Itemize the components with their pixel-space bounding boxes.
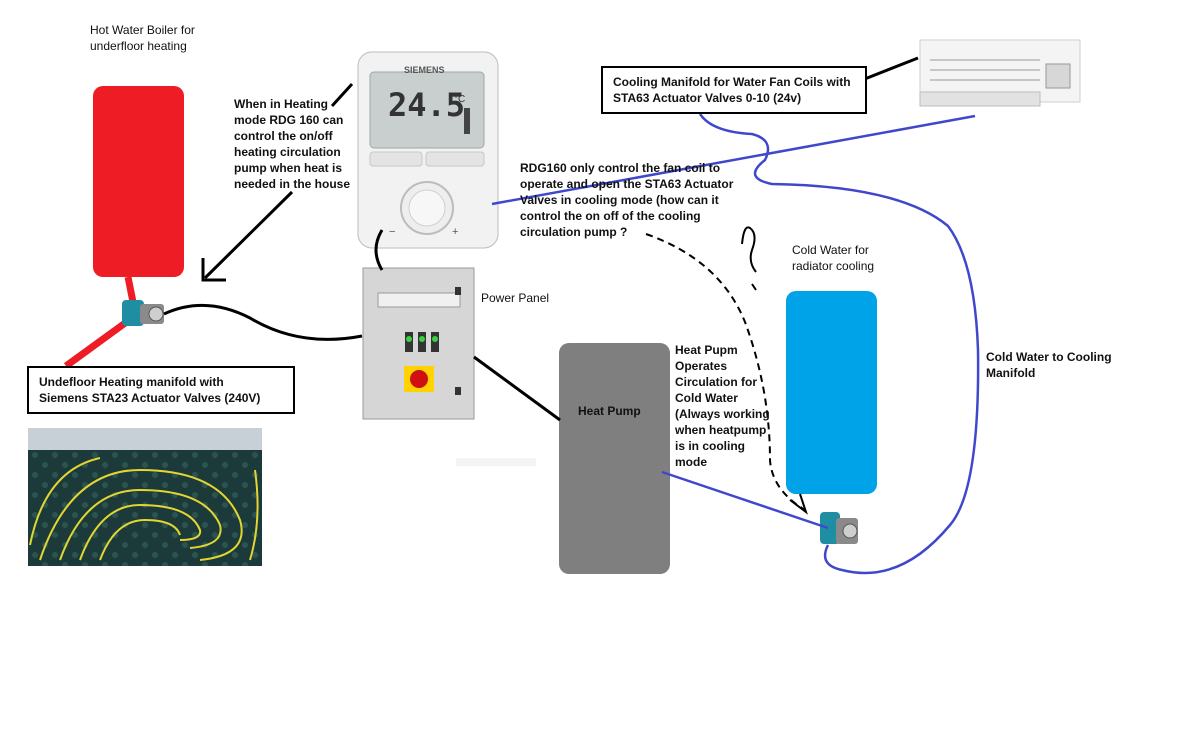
- heating-pump-icon: [122, 300, 164, 326]
- blue-wires: [491, 113, 980, 575]
- question-mark-hook: [741, 226, 757, 273]
- cold-water-radiator-label: Cold Water for radiator cooling: [792, 243, 875, 273]
- cold-water-to-manifold-label: Cold Water to Cooling Manifold: [986, 350, 1112, 380]
- power-panel-cabinet: [362, 267, 475, 420]
- wire-panel-to-heating-pump: [163, 304, 363, 341]
- wire-heatpump-to-cooling-pump: [661, 470, 829, 530]
- thermostat-device: [357, 51, 499, 249]
- power-panel-label: Power Panel: [481, 291, 550, 305]
- eraser-smudge: [456, 458, 536, 466]
- thermostat-minus: −: [389, 226, 396, 238]
- rdg160-question-note: RDG160 only control the fan coil to oper…: [520, 161, 734, 239]
- heat-pump-note: Heat Pupm Operates Circulation for Cold …: [675, 343, 770, 469]
- leader-heating-note: [330, 82, 354, 108]
- boiler-tank: [93, 86, 184, 277]
- thermostat-unit: °C: [454, 94, 466, 105]
- cooling-pump-icon: [820, 512, 858, 544]
- arrow-head-heating-note: [201, 258, 226, 282]
- dashed-cooling-pump-line: [645, 233, 806, 511]
- underfloor-manifold-box: Undefloor Heating manifold with Siemens …: [27, 366, 295, 414]
- heat-pump-label: Heat Pump: [578, 404, 641, 418]
- thermostat-plus: +: [452, 226, 459, 238]
- cooling-manifold-box: Cooling Manifold for Water Fan Coils wit…: [601, 66, 867, 114]
- heating-mode-note: When in Heating mode RDG 160 can control…: [234, 97, 351, 191]
- cold-water-tank: [786, 291, 877, 494]
- underfloor-heating-photo: [28, 428, 262, 566]
- wire-panel-to-heatpump: [473, 355, 561, 422]
- thermostat-temperature: 24.5: [388, 86, 466, 124]
- wire-thermostat-to-panel: [374, 229, 384, 271]
- wire-thermostat-to-fancoil: [491, 114, 976, 206]
- arrow-head-cooling-pump: [789, 493, 808, 515]
- manifold-pipe: [63, 315, 135, 369]
- cold-water-loop: [698, 113, 980, 575]
- question-mark-dot: [751, 283, 757, 291]
- heat-pump-unit: [559, 343, 670, 574]
- black-wires: [163, 56, 919, 515]
- fan-coil-unit: [919, 39, 1081, 107]
- hot-water-boiler-label: Hot Water Boiler for underfloor heating: [90, 23, 195, 53]
- thermostat-brand: SIEMENS: [404, 65, 445, 75]
- arrow-shaft-heating-note: [203, 190, 294, 280]
